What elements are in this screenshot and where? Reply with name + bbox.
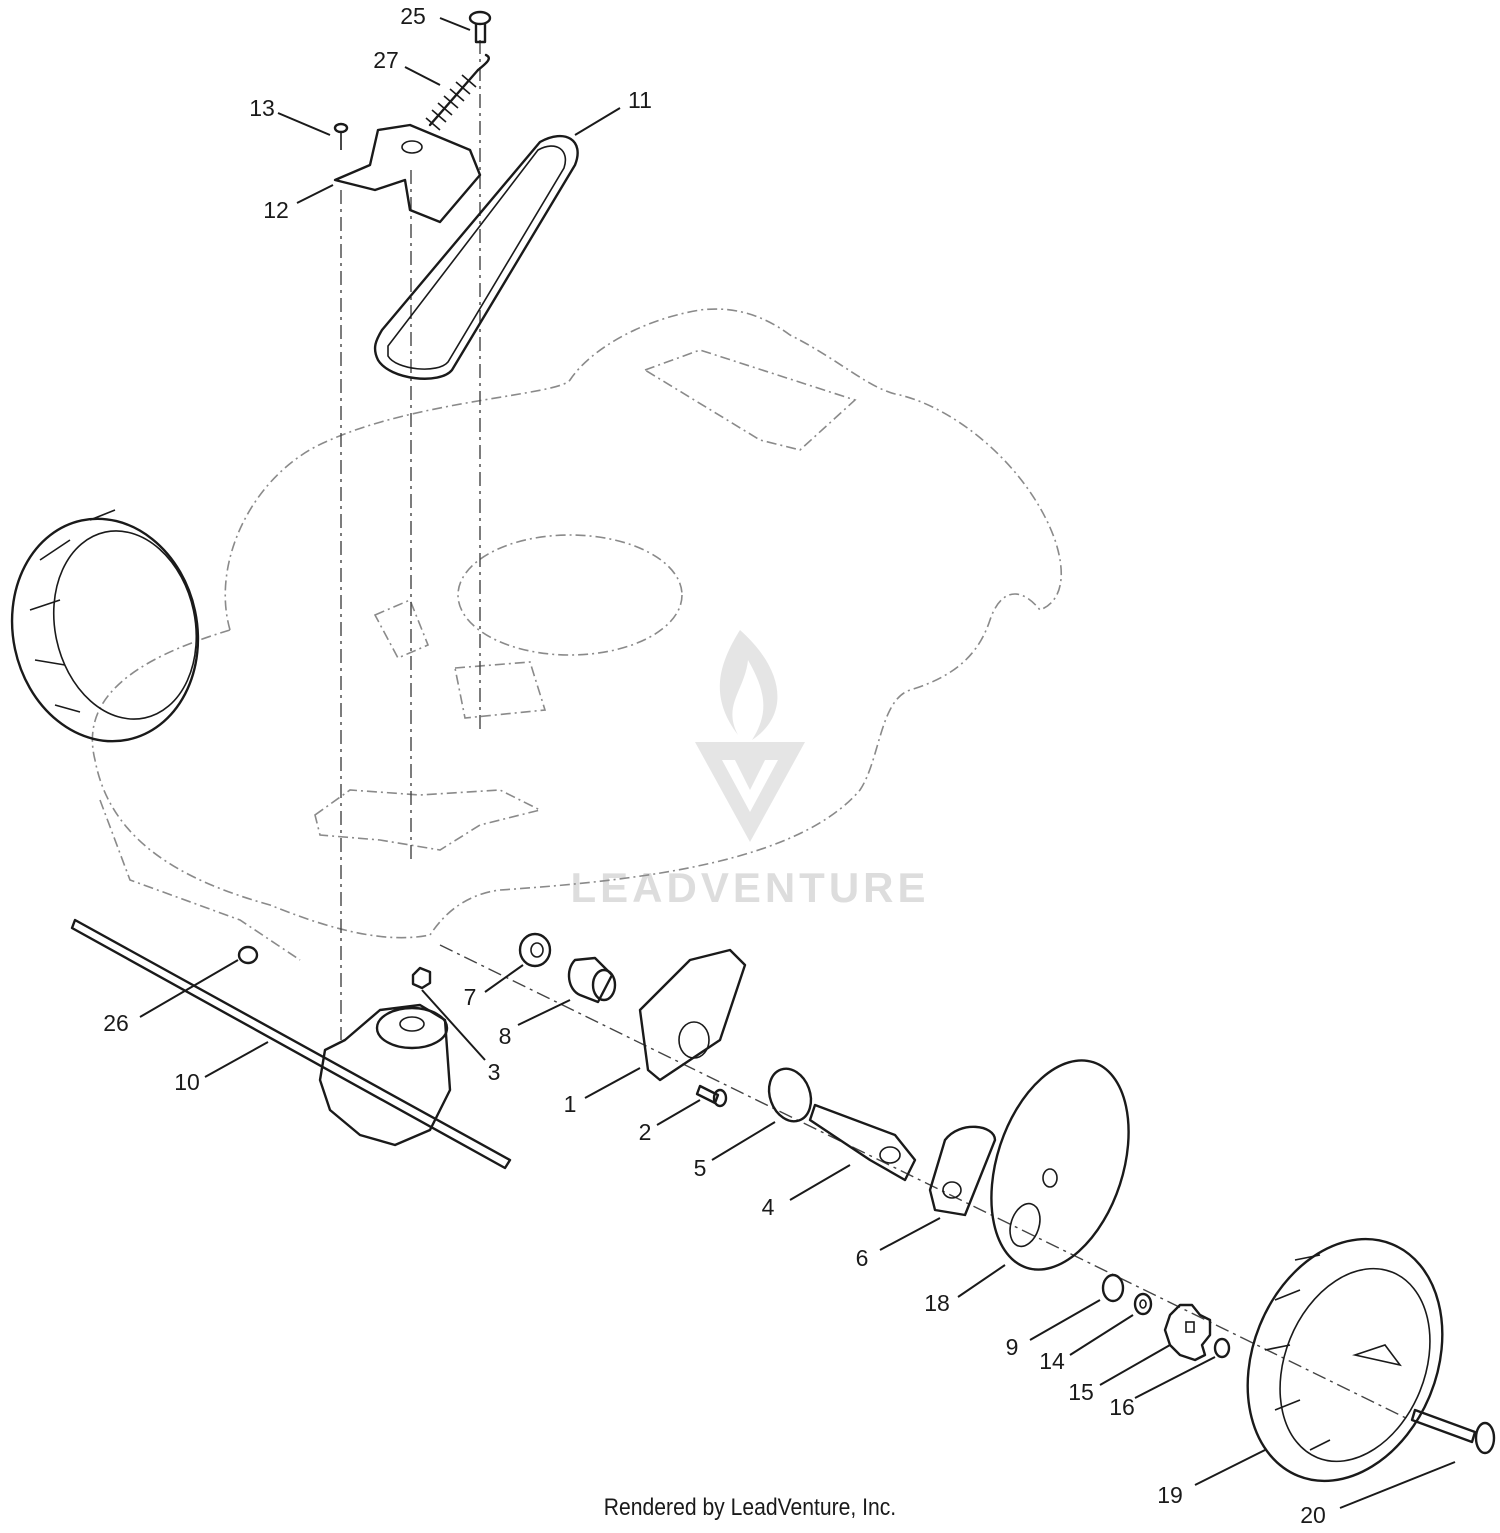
watermark-text: LEADVENTURE [570, 864, 929, 911]
gear-15 [1163, 1303, 1212, 1362]
callout-19: 19 [1157, 1482, 1183, 1508]
washer-16 [1213, 1337, 1231, 1359]
callout-25: 25 [400, 3, 426, 29]
bushing-7 [518, 932, 552, 968]
callout-5: 5 [694, 1155, 707, 1181]
bracket-6 [928, 1125, 997, 1217]
leader-lines [139, 17, 1456, 1509]
callout-labels: 25 27 13 12 11 26 10 3 7 8 1 2 5 4 6 18 … [103, 3, 1326, 1528]
assembly-centerlines [340, 40, 1411, 1421]
arm-4 [808, 1103, 917, 1182]
cap-5 [767, 1067, 813, 1123]
callout-18: 18 [924, 1290, 950, 1316]
callout-8: 8 [499, 1023, 512, 1049]
callout-16: 16 [1109, 1394, 1135, 1420]
washer-14 [1133, 1292, 1153, 1316]
bolt-2 [695, 1084, 728, 1108]
axle-transmission-10 [70, 918, 512, 1170]
plate-1 [638, 948, 747, 1082]
bolt-25 [468, 10, 492, 44]
belt-11 [373, 134, 579, 380]
callout-14: 14 [1039, 1348, 1065, 1374]
callout-9: 9 [1006, 1334, 1019, 1360]
spring-27 [425, 53, 490, 131]
callout-15: 15 [1068, 1379, 1094, 1405]
callout-6: 6 [856, 1245, 869, 1271]
nut-26 [237, 945, 259, 965]
bolt-20 [1410, 1408, 1496, 1455]
callout-20: 20 [1300, 1502, 1326, 1528]
callout-3: 3 [488, 1059, 501, 1085]
callout-2: 2 [639, 1119, 652, 1145]
mower-deck-ghost [91, 308, 1063, 961]
callout-10: 10 [174, 1069, 200, 1095]
ring-9 [1101, 1273, 1125, 1303]
screw-13 [333, 122, 349, 150]
callout-7: 7 [464, 984, 477, 1010]
callout-11: 11 [628, 87, 652, 113]
callout-4: 4 [762, 1194, 775, 1220]
callout-1: 1 [564, 1091, 577, 1117]
callout-26: 26 [103, 1010, 129, 1036]
watermark-logo: LEADVENTURE [570, 630, 929, 911]
bushing-8 [567, 956, 617, 1004]
wheel-19 [1246, 1237, 1444, 1483]
cover-18 [990, 1059, 1130, 1271]
rear-wheel-left [10, 509, 200, 743]
callout-12: 12 [263, 197, 289, 223]
nut-3 [411, 966, 432, 990]
bracket-12 [333, 123, 482, 224]
callout-27: 27 [373, 47, 399, 73]
footer-credit: Rendered by LeadVenture, Inc. [603, 1494, 897, 1521]
callout-13: 13 [249, 95, 275, 121]
